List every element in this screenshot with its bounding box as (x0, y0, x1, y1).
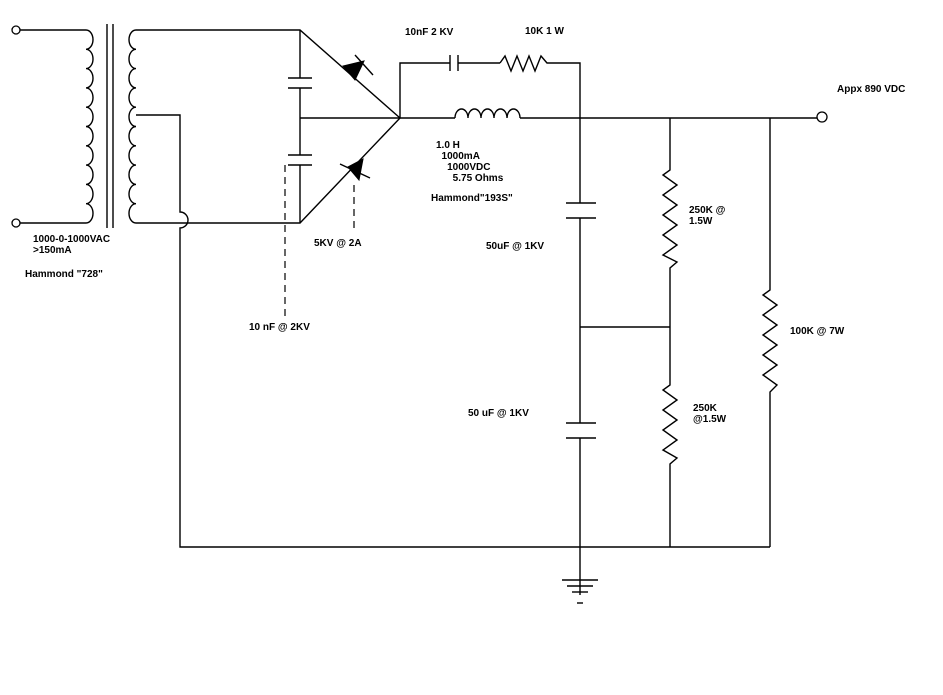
secondary-wiring (136, 29, 770, 548)
primary-winding (85, 29, 94, 224)
choke-spec-label: 1.0 H 1000mA 1000VDC 5.75 Ohms (436, 140, 504, 184)
secondary-winding (128, 29, 137, 224)
diode-upper-triangle (342, 60, 365, 81)
output-voltage-label: Appx 890 VDC (837, 84, 906, 95)
series-cap-label: 10nF 2 KV (405, 27, 454, 38)
diode-lower-bar (339, 163, 371, 179)
filter-cap-upper-label: 50uF @ 1KV (486, 241, 545, 252)
choke-model-label: Hammond"193S" (431, 193, 513, 204)
filter-capacitors (566, 118, 670, 595)
input-capacitors (284, 30, 400, 318)
diode-lower-triangle (347, 158, 364, 182)
primary-terminal-top (11, 25, 21, 35)
bleeder-main-label: 100K @ 7W (790, 326, 845, 337)
input-capacitors-label: 10 nF @ 2KV (249, 322, 310, 333)
output-rail (580, 111, 828, 123)
series-network (399, 54, 581, 119)
primary-terminal-bottom (11, 218, 21, 228)
rectifier-diodes (339, 54, 374, 230)
bleeder-upper-label: 250K @ 1.5W (689, 205, 726, 227)
series-resistor (499, 54, 581, 118)
bleeder-resistors (661, 118, 779, 547)
bleeder-main-resistor (761, 118, 779, 547)
diode-rating-label: 5KV @ 2A (314, 238, 362, 249)
bleeder-upper-resistor (661, 118, 679, 327)
bleeder-lower-resistor (661, 327, 679, 547)
bleeder-lower-label: 250K @1.5W (693, 403, 727, 425)
center-tap-wire (136, 114, 770, 548)
filter-cap-lower-label: 50 uF @ 1KV (468, 408, 529, 419)
output-terminal (816, 111, 828, 123)
transformer-model-label: Hammond "728" (25, 269, 103, 280)
transformer (11, 24, 137, 228)
diode-upper-bar (354, 54, 374, 76)
choke-coil (454, 108, 521, 119)
secondary-rating-label: 1000-0-1000VAC >150mA (33, 234, 111, 256)
ground-symbol (562, 579, 598, 604)
series-resistor-label: 10K 1 W (525, 26, 564, 37)
